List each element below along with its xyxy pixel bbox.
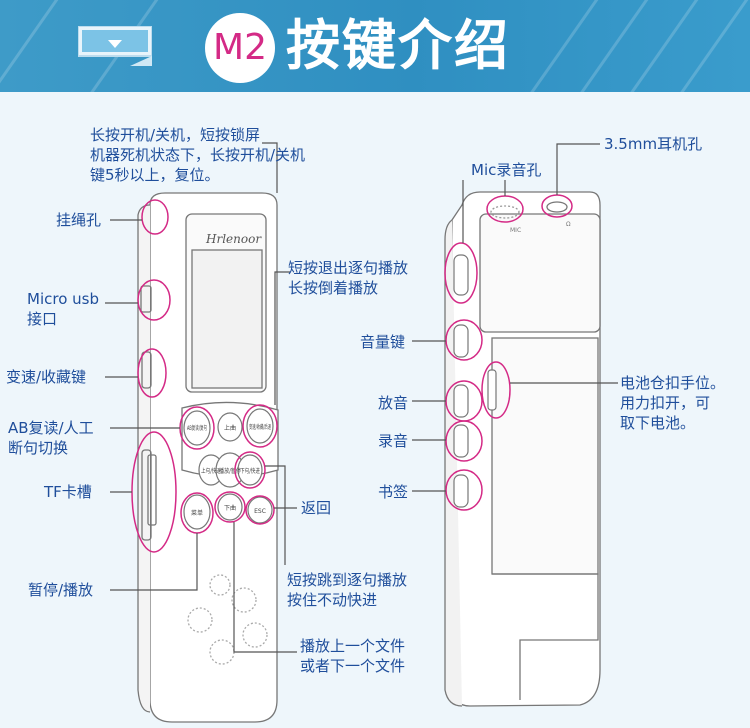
jump-label-line: 短按跳到逐句播放 (287, 571, 408, 589)
pause-label: 暂停/播放 (28, 581, 94, 599)
play-button-label: 播放/暂停 (219, 467, 241, 475)
battery-label-line: 电池仓扣手位。 (620, 374, 726, 392)
ab-label: AB复读/人工 断句切换 (8, 418, 94, 458)
up-button[interactable] (217, 412, 243, 442)
files-label-line: 或者下一个文件 (300, 657, 406, 675)
record-label: 录音 (378, 432, 409, 450)
jump-label-line: 按住不动快进 (287, 591, 378, 609)
play-side-button[interactable] (453, 384, 469, 418)
mic-label: Mic录音孔 (471, 161, 542, 179)
volume-label: 音量键 (360, 333, 406, 351)
front-buttons (183, 408, 274, 530)
ab-button-label: AB复读/复句 (187, 424, 207, 432)
usb-label-line: Micro usb (27, 290, 99, 308)
power-note-line: 长按开机/关机，短按锁屏 (90, 126, 261, 144)
down-button-label: 下曲 (224, 504, 236, 512)
earphone-mark: Ω (566, 221, 571, 228)
front-highlights (131, 199, 278, 553)
exit-sentence-line: 长按倒着播放 (288, 279, 379, 297)
power-note: 长按开机/关机，短按锁屏 机器死机状态下，长按开机/关机 键5秒以上，复位。 (90, 125, 305, 185)
back-label: 返回 (301, 499, 332, 517)
power-note-line: 键5秒以上，复位。 (90, 166, 220, 184)
volume-button[interactable] (453, 324, 469, 358)
tf-label: TF卡槽 (44, 483, 92, 501)
front-leader-lines (105, 142, 297, 653)
menu-button[interactable] (183, 494, 211, 530)
files-label: 播放上一个文件 或者下一个文件 (300, 636, 405, 676)
earphone-label: 3.5mm耳机孔 (604, 135, 703, 153)
speed-label: 变速/收藏键 (6, 368, 87, 386)
battery-catch[interactable] (487, 369, 497, 411)
lanyard-label: 挂绳孔 (56, 211, 102, 229)
battery-label-line: 取下电池。 (620, 414, 696, 432)
menu-button-label: 菜单 (191, 509, 203, 517)
usb-label: Micro usb 接口 (27, 289, 99, 329)
banner-stripe (0, 0, 63, 92)
prev-button-label: 上句/快退 (201, 467, 221, 475)
play-side-label: 放音 (378, 394, 409, 412)
slide-icon (78, 26, 152, 66)
usb-label-line: 接口 (27, 310, 58, 328)
battery-label-line: 用力扣开，可 (620, 394, 711, 412)
fav-button-label: 变速/收藏/后退 (249, 423, 271, 431)
ab-button[interactable] (183, 410, 211, 446)
esc-button-label: ESC (254, 508, 266, 515)
files-label-line: 播放上一个文件 (300, 637, 406, 655)
side-buttons (453, 254, 497, 508)
record-button[interactable] (453, 424, 469, 458)
page-title: 按键介绍 (286, 14, 510, 77)
next-button-label: 下句/快进 (240, 467, 260, 475)
model-badge-text: M2 (213, 27, 267, 68)
power-note-line: 机器死机状态下，长按开机/关机 (90, 146, 306, 164)
down-button[interactable] (217, 493, 243, 521)
jump-label: 短按跳到逐句播放 按住不动快进 (287, 570, 407, 610)
fav-button[interactable] (246, 408, 274, 444)
device-diagram: Hrlenoor AB复读/复句 上曲 变速/收藏/后退 上句/快退 播放/暂停… (105, 142, 618, 723)
ab-label-line: 断句切换 (8, 439, 69, 457)
header-banner: M2 按键介绍 (0, 0, 750, 92)
side-leader-lines (412, 143, 618, 492)
exit-sentence-line: 短按退出逐句播放 (288, 259, 409, 277)
side-highlights (444, 194, 573, 511)
battery-label: 电池仓扣手位。 用力扣开，可 取下电池。 (620, 373, 725, 433)
side-device (444, 191, 601, 707)
model-badge: M2 (205, 13, 275, 83)
ab-label-line: AB复读/人工 (8, 419, 94, 437)
bookmark-button[interactable] (453, 474, 469, 508)
banner-stripe (670, 0, 750, 92)
bookmark-label: 书签 (378, 483, 409, 501)
power-button[interactable] (453, 254, 469, 296)
mic-mark: MIC (510, 227, 521, 234)
next-button[interactable] (237, 454, 263, 486)
exit-sentence-label: 短按退出逐句播放 长按倒着播放 (288, 258, 408, 298)
up-button-label: 上曲 (224, 424, 236, 432)
brand-logo: Hrlenoor (205, 232, 262, 246)
esc-button[interactable] (247, 496, 273, 524)
